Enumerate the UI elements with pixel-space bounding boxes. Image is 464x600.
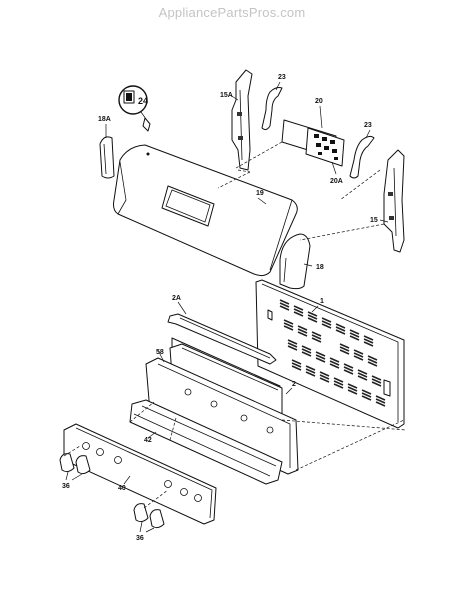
label-36-bottom: 36 <box>136 535 144 542</box>
part-1[interactable] <box>255 279 405 429</box>
part-23-right[interactable] <box>349 129 375 179</box>
label-58: 58 <box>156 349 164 356</box>
label-20: 20 <box>315 98 323 105</box>
part-40[interactable] <box>63 423 217 525</box>
label-2: 2 <box>292 381 296 388</box>
label-15a: 15A <box>220 92 233 99</box>
label-23-right: 23 <box>364 122 372 129</box>
part-58[interactable] <box>145 337 299 475</box>
part-36-left[interactable] <box>59 453 91 481</box>
watermark: AppliancePartsPros.com <box>158 5 306 20</box>
label-1: 1 <box>320 298 324 305</box>
label-19: 19 <box>256 190 264 197</box>
label-42: 42 <box>144 437 152 444</box>
part-2[interactable] <box>285 387 293 395</box>
callout-labels: 24 15A 23 20 23 18A 19 20A 15 18 1 2A 58… <box>62 74 378 542</box>
label-23-top: 23 <box>278 74 286 81</box>
label-24: 24 <box>138 96 148 106</box>
label-18a: 18A <box>98 116 111 123</box>
part-2a[interactable] <box>167 301 277 365</box>
part-36-bottom[interactable] <box>133 503 165 533</box>
part-20[interactable] <box>281 105 345 175</box>
part-18[interactable] <box>279 233 313 290</box>
label-36-left: 36 <box>62 483 70 490</box>
label-20a: 20A <box>330 178 343 185</box>
vent-slots <box>279 299 386 407</box>
label-18: 18 <box>316 264 324 271</box>
part-15[interactable] <box>379 149 405 253</box>
part-18a[interactable] <box>99 124 115 179</box>
part-19[interactable] <box>113 144 298 277</box>
part-24[interactable] <box>118 85 151 132</box>
assembly-lines <box>63 141 407 509</box>
part-23-top[interactable] <box>261 81 283 131</box>
label-15: 15 <box>370 217 378 224</box>
part-15a[interactable] <box>229 69 253 171</box>
label-2a: 2A <box>172 295 181 302</box>
label-40: 40 <box>118 485 126 492</box>
